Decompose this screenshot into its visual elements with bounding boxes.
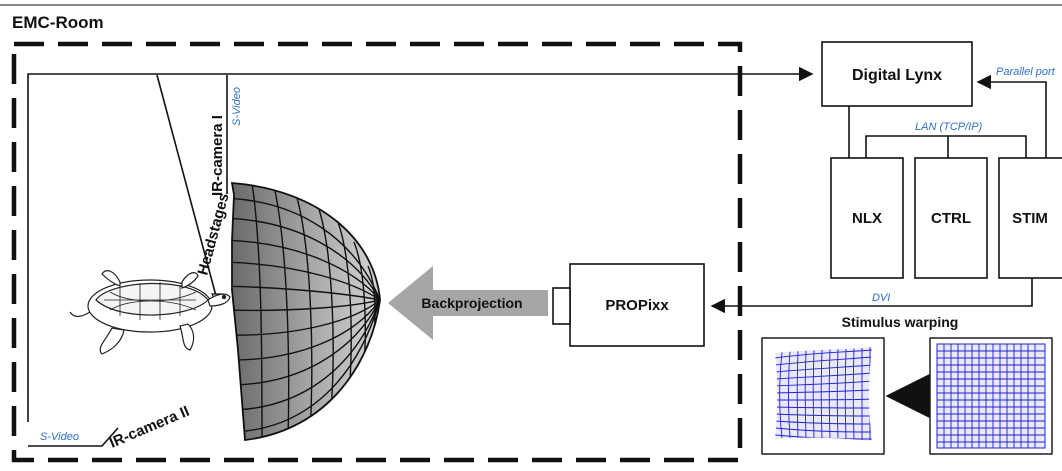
signal-line-to-lynx — [27, 66, 814, 422]
parallel-port-line — [976, 74, 1047, 180]
propixx-box — [569, 263, 705, 347]
nlx-label: NLX — [852, 210, 882, 227]
digital-lynx-box — [821, 41, 973, 107]
ctrl-box — [914, 157, 988, 279]
turtle-illustration — [69, 270, 231, 355]
backprojection-label: Backprojection — [421, 295, 522, 311]
ctrl-label: CTRL — [931, 210, 971, 227]
ir-camera-1-label: IR-camera I — [209, 115, 226, 196]
ir-camera-2-label: IR-camera II — [107, 403, 192, 452]
backprojection-arrow — [388, 266, 548, 340]
stim-box — [998, 157, 1062, 279]
parallel-port-label: Parallel port — [996, 66, 1056, 78]
projection-dome — [230, 182, 381, 442]
propixx-lens — [552, 287, 571, 325]
room-label: EMC-Room — [12, 13, 104, 32]
nlx-box — [830, 157, 904, 279]
svideo-bottom-label: S-Video — [40, 431, 79, 443]
dvi-label: DVI — [872, 292, 890, 304]
ir-camera-2-line — [28, 427, 119, 447]
original-grid-image — [929, 337, 1053, 455]
propixx-label: PROPixx — [605, 297, 669, 314]
stim-label: STIM — [1012, 210, 1048, 227]
lan-bus — [865, 135, 1027, 158]
warped-grid-image — [761, 337, 885, 455]
emc-room-boundary — [11, 41, 743, 463]
digital-lynx-label: Digital Lynx — [852, 67, 942, 84]
lan-label: LAN (TCP/IP) — [915, 121, 983, 133]
stimulus-warping-label: Stimulus warping — [842, 314, 959, 330]
svideo-top-label: S-Video — [231, 87, 243, 126]
headstages-line — [156, 74, 217, 297]
dvi-line — [710, 278, 1033, 314]
